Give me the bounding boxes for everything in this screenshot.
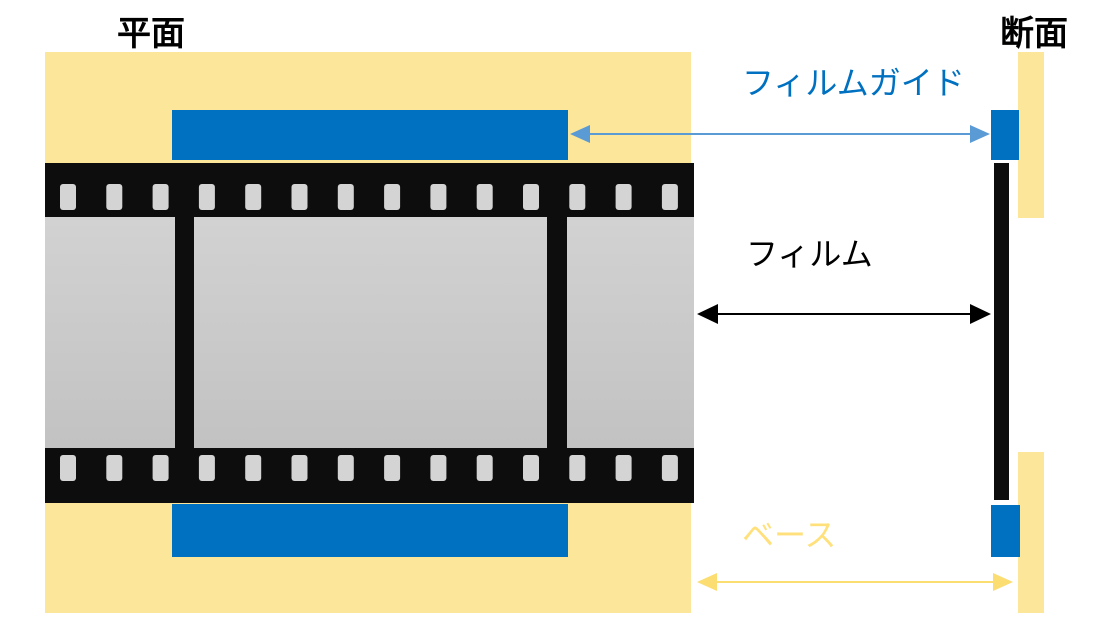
base-arrow bbox=[697, 573, 1013, 591]
film-guide-bottom-plan bbox=[172, 504, 568, 557]
film-arrow bbox=[697, 304, 991, 324]
sprocket-hole bbox=[569, 455, 586, 481]
sprocket-hole bbox=[337, 455, 354, 481]
sprocket-hole bbox=[152, 184, 169, 210]
sprocket-hole bbox=[569, 184, 586, 210]
film-frame bbox=[567, 217, 694, 448]
sprocket-hole bbox=[430, 184, 447, 210]
sprocket-hole bbox=[523, 455, 539, 481]
film-section bbox=[994, 163, 1009, 500]
sprocket-row-top bbox=[60, 184, 678, 210]
film-strip bbox=[45, 163, 694, 503]
film-guide-top-plan bbox=[172, 110, 568, 160]
plan-view bbox=[45, 52, 694, 613]
sprocket-hole bbox=[198, 184, 215, 210]
sprocket-hole bbox=[245, 455, 262, 481]
base-section-bottom bbox=[1018, 452, 1044, 613]
sprocket-hole bbox=[384, 455, 401, 481]
sprocket-hole bbox=[384, 184, 401, 210]
sprocket-hole bbox=[430, 455, 447, 481]
film-guide-label: フィルムガイド bbox=[742, 64, 965, 102]
sprocket-hole bbox=[337, 184, 354, 210]
sprocket-hole bbox=[60, 184, 76, 210]
film-guide-bottom-section bbox=[991, 505, 1020, 557]
sprocket-hole bbox=[523, 184, 539, 210]
film-guide-arrow bbox=[570, 125, 990, 143]
plan-title: 平面 bbox=[117, 14, 185, 54]
base-section-top bbox=[1018, 52, 1044, 218]
base-label: ベース bbox=[742, 516, 837, 554]
film-label: フィルム bbox=[746, 235, 873, 273]
sprocket-hole bbox=[106, 184, 123, 210]
sprocket-hole bbox=[152, 455, 169, 481]
film-frame bbox=[194, 217, 547, 448]
sprocket-hole bbox=[198, 455, 215, 481]
section-title: 断面 bbox=[1000, 14, 1068, 54]
sprocket-hole bbox=[291, 455, 308, 481]
sprocket-hole bbox=[476, 184, 493, 210]
sprocket-hole bbox=[661, 455, 678, 481]
sprocket-hole bbox=[245, 184, 262, 210]
film-frame bbox=[45, 217, 175, 448]
sprocket-hole bbox=[661, 184, 678, 210]
sprocket-row-bottom bbox=[60, 455, 678, 481]
sprocket-hole bbox=[291, 184, 308, 210]
sprocket-hole bbox=[476, 455, 493, 481]
sprocket-hole bbox=[60, 455, 76, 481]
section-view bbox=[991, 52, 1044, 613]
sprocket-hole bbox=[615, 455, 632, 481]
sprocket-hole bbox=[106, 455, 123, 481]
film-guide-top-section bbox=[991, 110, 1019, 160]
sprocket-hole bbox=[615, 184, 632, 210]
